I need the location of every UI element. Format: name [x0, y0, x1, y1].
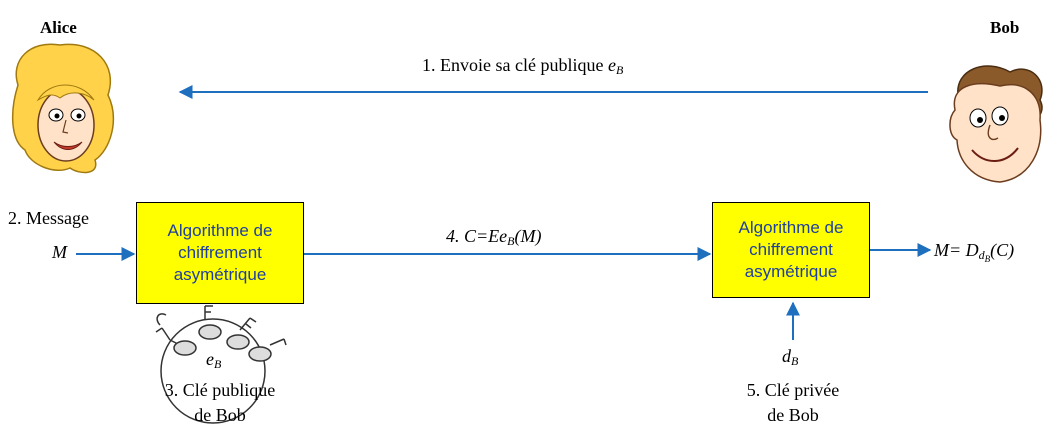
message-var: M — [52, 242, 67, 262]
bob-name: Bob — [990, 18, 1020, 37]
output-sub: dB — [978, 248, 991, 264]
decrypted-output-label: M= DdB(C) — [934, 240, 1014, 264]
step3-label-line1: 3. Clé publique — [164, 380, 276, 400]
step5-key-var: d — [782, 346, 791, 366]
output-sub2: B — [984, 254, 991, 264]
output-suffix: (C) — [990, 240, 1015, 260]
step3-label-line2: de Bob — [194, 405, 246, 425]
output-prefix: M= D — [934, 240, 979, 260]
encryption-algorithm-box: Algorithme de chiffrement asymétrique — [136, 202, 304, 304]
alice-face-icon — [11, 43, 115, 174]
step5-label-line1: 5. Clé privée — [746, 380, 840, 400]
step1-var: e — [607, 55, 616, 75]
box-left-line3: asymétrique — [173, 265, 267, 284]
box-left-line1: Algorithme de — [167, 221, 273, 240]
step1-label: 1. Envoie sa clé publique eB — [422, 55, 623, 78]
decryption-algorithm-box: Algorithme de chiffrement asymétrique — [712, 202, 870, 298]
box-right-line3: asymétrique — [744, 262, 838, 281]
step5-key-sub: B — [791, 354, 799, 368]
keyring-icon — [155, 305, 287, 424]
step3-key-sub: B — [214, 357, 222, 371]
box-right-line1: Algorithme de — [738, 218, 844, 237]
bob-face-icon — [949, 65, 1043, 183]
public-key-var: eB — [206, 349, 221, 372]
step4-prefix: 4. C=Ee — [446, 226, 508, 246]
output-sub1: d — [978, 248, 985, 262]
box-right-line2: chiffrement — [749, 240, 833, 259]
step5-label-line2: de Bob — [767, 405, 819, 425]
ciphertext-label: 4. C=EeB(M) — [446, 226, 541, 249]
private-key-var: dB — [782, 346, 798, 369]
step1-sub: B — [615, 63, 624, 77]
step2-label: 2. Message — [8, 208, 89, 228]
box-left-line2: chiffrement — [178, 243, 262, 262]
step4-suffix: (M) — [514, 226, 542, 246]
alice-name: Alice — [40, 18, 77, 37]
step4-sub: B — [507, 234, 515, 248]
step3-key-var: e — [206, 349, 214, 369]
step1-text: 1. Envoie sa clé publique — [422, 55, 608, 75]
